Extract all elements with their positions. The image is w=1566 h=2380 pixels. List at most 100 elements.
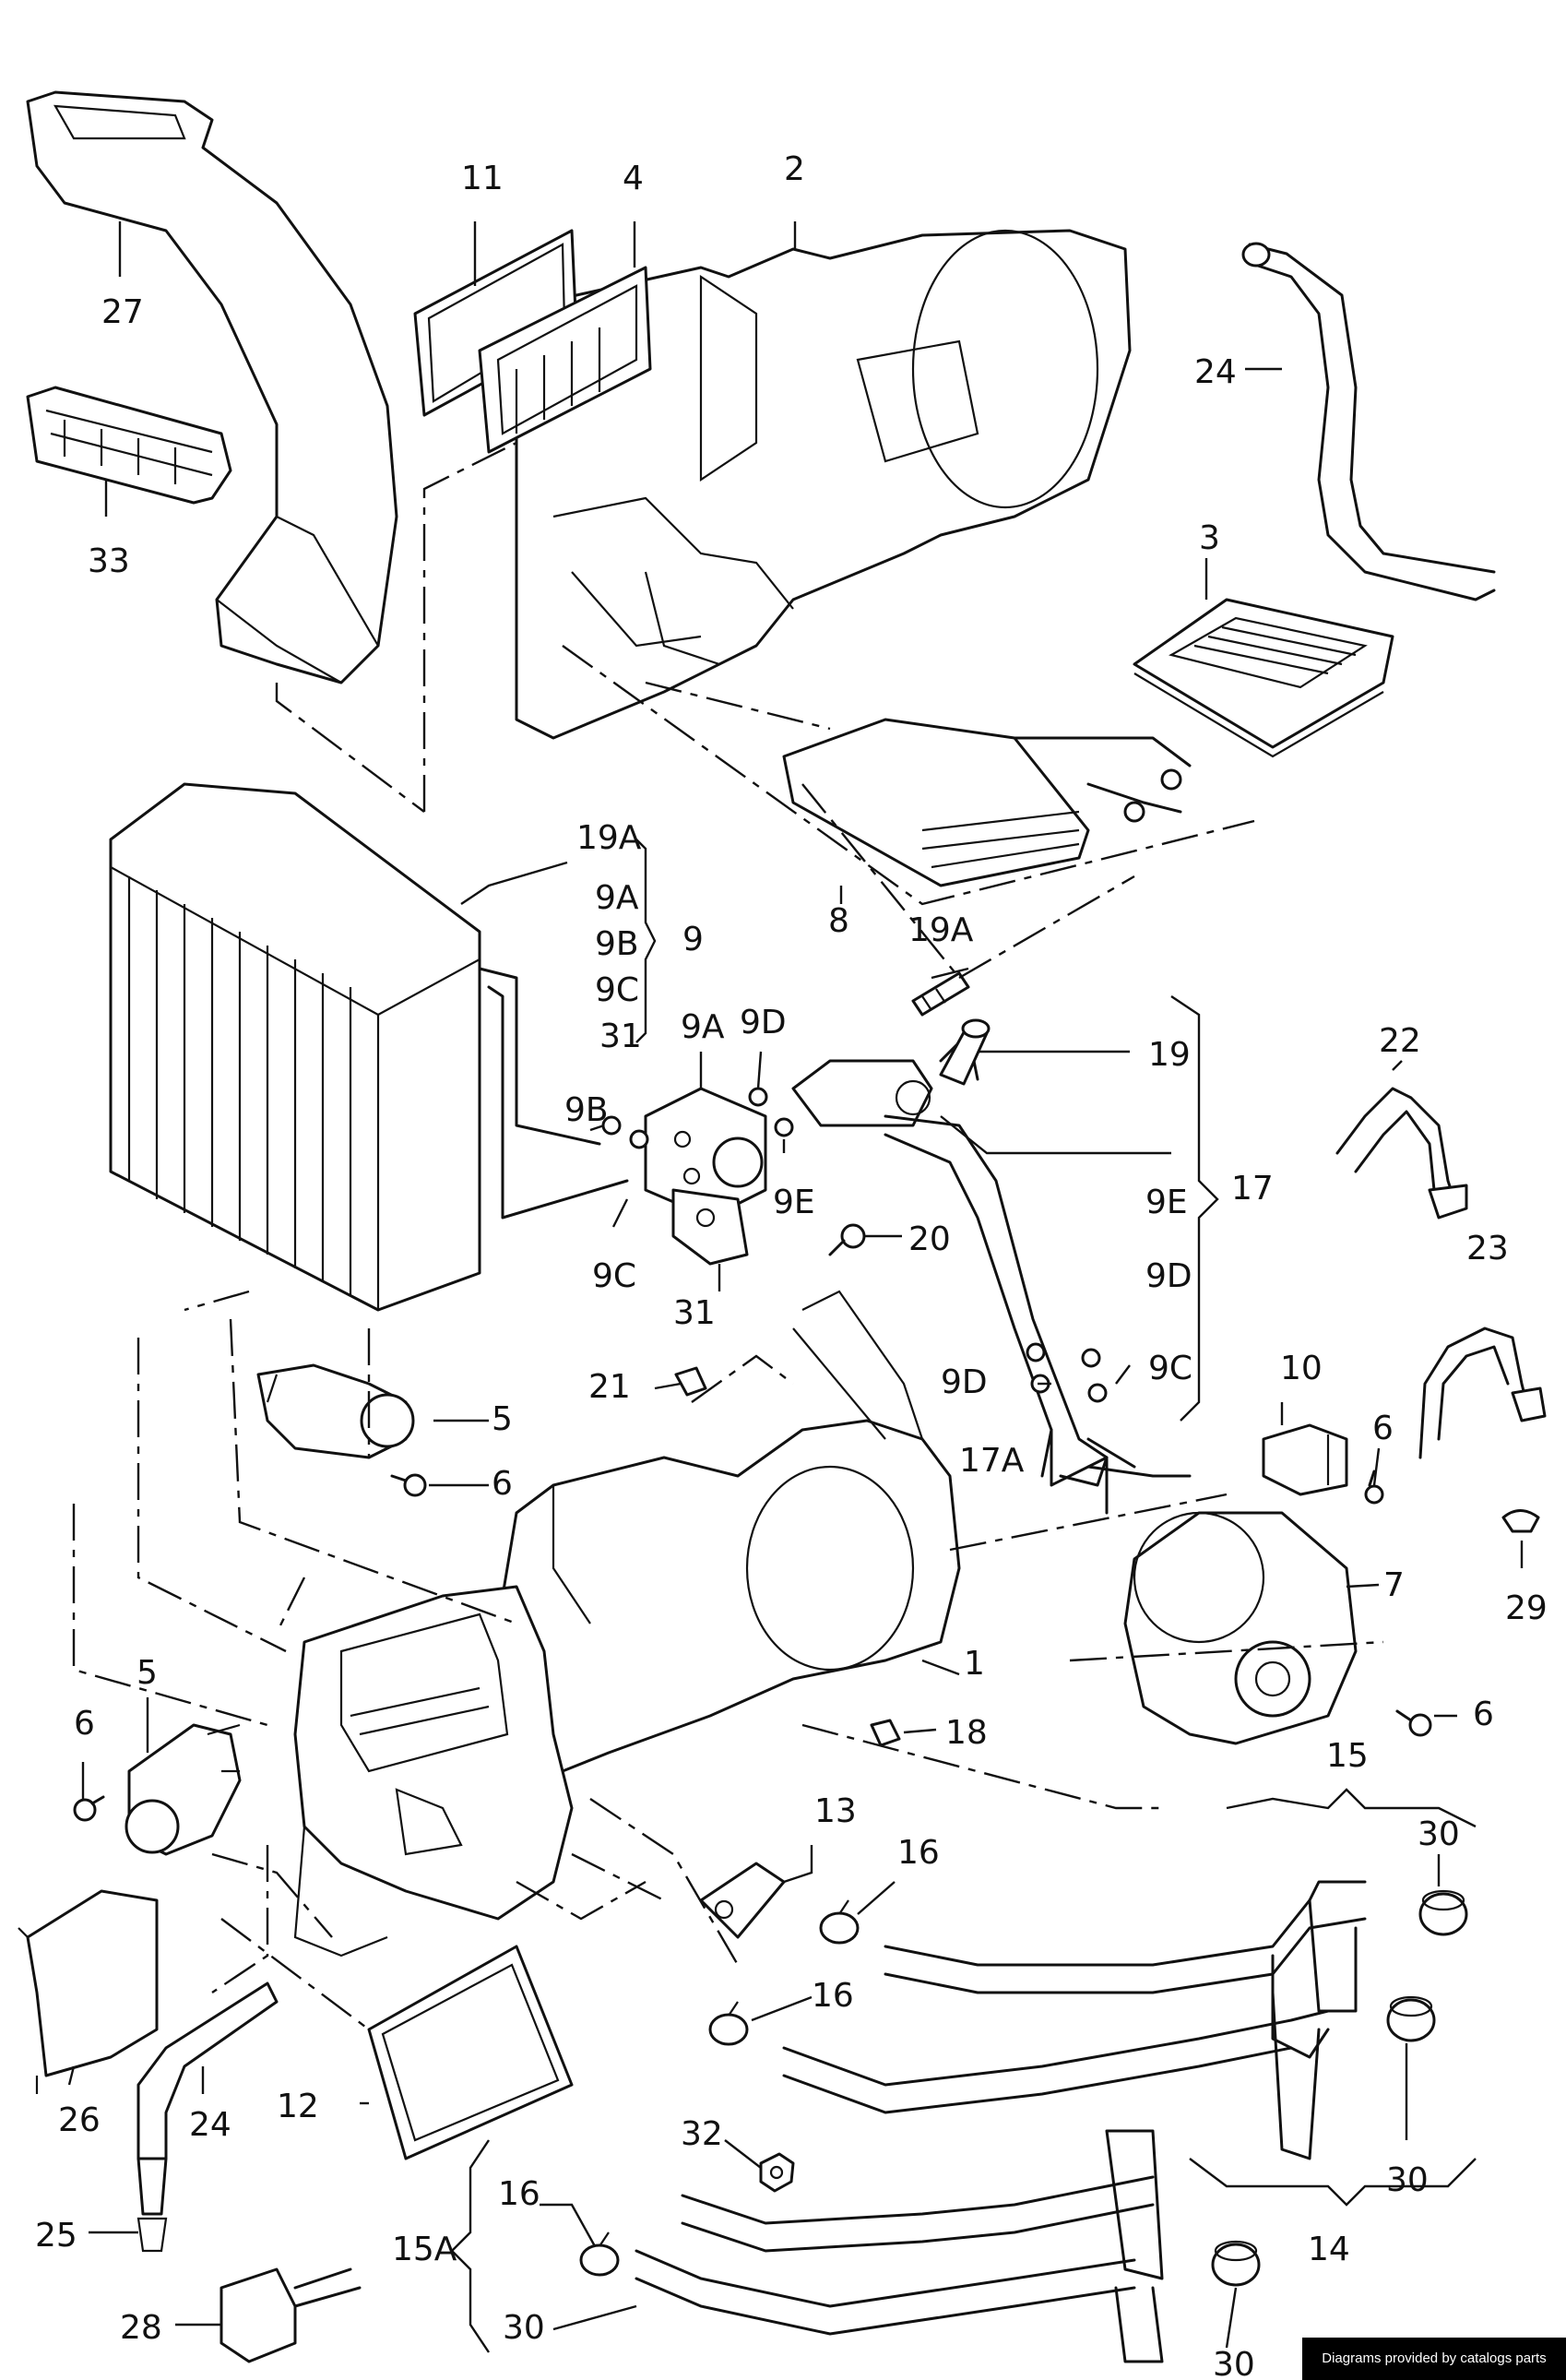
- label-21: 21: [588, 1368, 631, 1406]
- braces: [450, 839, 1477, 2353]
- label-9D-lower: 9D: [941, 1363, 988, 1401]
- label-9C-lower: 9C: [1148, 1350, 1192, 1387]
- label-28: 28: [120, 2309, 162, 2347]
- coolant-pipe-15: [884, 1880, 1367, 2059]
- label-13: 13: [814, 1792, 857, 1830]
- cabin-filter-12: [367, 1945, 574, 2160]
- blower-housing-1: [496, 1290, 961, 1773]
- hose-24-upper: [1241, 242, 1496, 601]
- label-9E-part: 9E: [773, 1184, 815, 1221]
- phantom-lines: [72, 441, 1384, 2030]
- cable-tie-23: [1418, 1327, 1547, 1459]
- label-16-upper: 16: [897, 1834, 940, 1872]
- label-18: 18: [945, 1714, 988, 1752]
- cap-30-a: [1418, 1889, 1468, 1936]
- cap-30-b: [1386, 1995, 1436, 2042]
- label-2: 2: [784, 150, 805, 188]
- coolant-pipe-14: [782, 1991, 1330, 2160]
- label-15A: 15A: [392, 2231, 457, 2268]
- label-30-bottom: 30: [503, 2309, 545, 2347]
- label-31-part: 31: [673, 1294, 716, 1332]
- label-15: 15: [1326, 1737, 1369, 1775]
- nut-32: [759, 2152, 795, 2193]
- label-19A-top: 19A: [576, 819, 642, 857]
- label-9C-part: 9C: [592, 1257, 636, 1295]
- blower-motor-7: [1123, 1511, 1358, 1745]
- clip-21: [674, 1366, 707, 1397]
- actuator-5-upper: [256, 1363, 415, 1459]
- label-6-lower: 6: [74, 1705, 95, 1743]
- heater-housing-upper: [515, 229, 1132, 740]
- label-5-lower: 5: [136, 1654, 158, 1692]
- sensor-25: [136, 2157, 168, 2253]
- hose-24-lower: [136, 1981, 279, 2160]
- label-7: 7: [1383, 1566, 1405, 1604]
- heater-core-3: [1133, 598, 1394, 758]
- label-17A: 17A: [959, 1442, 1025, 1480]
- label-29: 29: [1505, 1589, 1548, 1627]
- label-6-upper: 6: [492, 1465, 513, 1503]
- cap-30-c: [1211, 2240, 1261, 2287]
- label-9A-list: 9A: [595, 879, 639, 917]
- label-6-resistor: 6: [1372, 1410, 1394, 1447]
- bracket-13: [699, 1862, 786, 1939]
- label-27: 27: [101, 293, 144, 331]
- label-9E-list: 9E: [1145, 1184, 1188, 1221]
- diagram-credit-badge: Diagrams provided by catalogs parts: [1302, 2338, 1566, 2380]
- label-25: 25: [35, 2217, 77, 2255]
- label-12: 12: [277, 2088, 319, 2125]
- screw-6-a: [390, 1473, 427, 1497]
- label-17: 17: [1231, 1170, 1274, 1208]
- label-9D-top: 9D: [740, 1004, 787, 1041]
- label-22: 22: [1379, 1022, 1421, 1060]
- sensor-28: [219, 2267, 362, 2363]
- air-duct-27: [26, 90, 398, 684]
- label-31-list: 31: [599, 1017, 642, 1055]
- bracket-26: [18, 1889, 159, 2094]
- label-1: 1: [964, 1645, 985, 1683]
- label-19: 19: [1148, 1036, 1191, 1074]
- label-9D-list: 9D: [1145, 1257, 1192, 1295]
- label-20: 20: [908, 1220, 951, 1258]
- label-26: 26: [58, 2101, 101, 2139]
- label-24-upper: 24: [1194, 353, 1237, 391]
- evaporator-core: [109, 782, 629, 1312]
- label-33: 33: [88, 542, 130, 580]
- label-30-bottom-right: 30: [1213, 2346, 1255, 2380]
- screw-6-b: [1364, 1470, 1384, 1505]
- resistor-10: [1262, 1423, 1348, 1496]
- label-9C-list: 9C: [595, 971, 639, 1009]
- label-8: 8: [828, 902, 849, 940]
- label-24-lower: 24: [189, 2106, 231, 2144]
- label-14: 14: [1308, 2231, 1350, 2268]
- filter-frame-4: [478, 266, 652, 454]
- label-32: 32: [681, 2115, 723, 2153]
- label-9A-part: 9A: [681, 1008, 725, 1046]
- label-9: 9: [682, 921, 704, 958]
- grommet-29: [1501, 1509, 1540, 1533]
- refrigerant-line-17: [791, 1031, 1192, 1515]
- hose-clamp-16-a: [819, 1899, 860, 1945]
- screw-6-d: [73, 1795, 105, 1822]
- expansion-valve-9A: [601, 1087, 794, 1220]
- actuator-5-lower: [125, 1723, 242, 1856]
- label-10: 10: [1280, 1350, 1323, 1387]
- cable-tie-22: [1335, 1087, 1468, 1220]
- label-23: 23: [1466, 1230, 1509, 1267]
- label-9B-list: 9B: [595, 925, 639, 963]
- bolt-19: [939, 1018, 991, 1086]
- label-6-motor: 6: [1473, 1696, 1494, 1733]
- screw-6-c: [1395, 1709, 1432, 1737]
- label-3: 3: [1199, 519, 1220, 557]
- bracket-31: [671, 1188, 749, 1266]
- label-19A-bolt: 19A: [908, 911, 974, 949]
- vent-grille-33: [26, 386, 232, 505]
- hose-clamp-16-b: [708, 2001, 749, 2046]
- clip-18: [870, 1719, 901, 1747]
- leader-lines: [67, 221, 1524, 2349]
- label-30-upper: 30: [1418, 1815, 1460, 1853]
- hose-clamp-16-c: [579, 2231, 620, 2277]
- label-5-upper: 5: [492, 1400, 513, 1438]
- heat-exchanger-8: [782, 718, 1192, 887]
